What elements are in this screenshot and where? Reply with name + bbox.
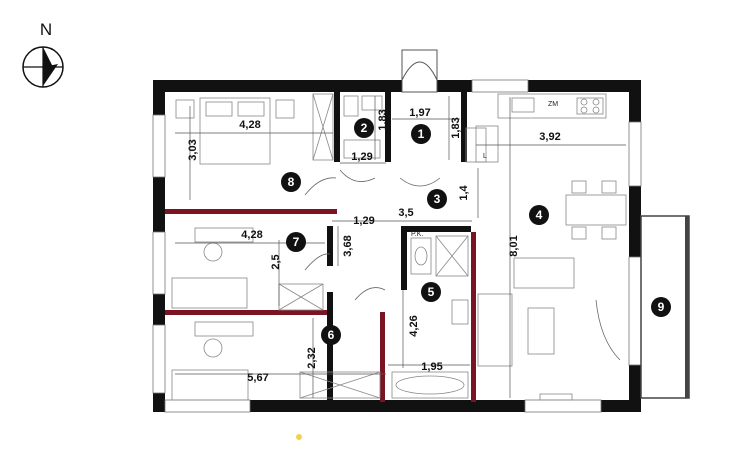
windows — [152, 79, 642, 413]
room-badge-1: 1 — [411, 124, 431, 144]
north-compass: N — [22, 20, 64, 88]
fixture-labels: P.K. ZM L — [411, 101, 558, 238]
dim-hall-width: 1,97 — [409, 107, 430, 119]
dim-living-height: 8,01 — [508, 235, 520, 256]
dim-room7-width: 4,28 — [241, 229, 262, 241]
l-label: L — [483, 153, 487, 160]
dim-corridor-width: 3,5 — [398, 207, 413, 219]
svg-text:6: 6 — [328, 328, 335, 342]
dim-room7-depth: 3,68 — [342, 235, 354, 256]
svg-text:5: 5 — [428, 285, 435, 299]
room-badge-5: 5 — [421, 282, 441, 302]
kitchen-living-furniture — [475, 93, 627, 401]
dim-small-bath-width: 1,29 — [351, 151, 372, 163]
balcony — [640, 215, 690, 399]
pk-label: P.K. — [411, 231, 423, 238]
dim-bed-top-width: 4,28 — [239, 119, 260, 131]
room-badge-6: 6 — [321, 325, 341, 345]
dim-room7-height: 2,5 — [270, 254, 282, 269]
highlighted-walls — [165, 209, 476, 402]
entrance-door — [401, 49, 438, 93]
dim-living-width: 3,92 — [539, 131, 560, 143]
room-badge-4: 4 — [529, 205, 549, 225]
dim-corridor-height: 1,4 — [458, 184, 470, 200]
dim-room6-height: 2,32 — [306, 347, 318, 368]
svg-text:9: 9 — [658, 300, 665, 314]
svg-text:3: 3 — [434, 192, 441, 206]
svg-text:2: 2 — [361, 121, 368, 135]
dim-hall-height: 1,83 — [450, 117, 462, 138]
dim-small-bath-height: 1,83 — [377, 109, 389, 130]
svg-text:1: 1 — [418, 127, 425, 141]
room-badges: 1 2 3 4 5 6 7 8 9 — [281, 118, 671, 345]
dim-bath-height: 4,26 — [408, 315, 420, 336]
dim-room6-width: 5,67 — [247, 372, 268, 384]
svg-text:7: 7 — [293, 235, 300, 249]
dim-bed-top-height: 3,03 — [187, 139, 199, 160]
svg-text:8: 8 — [288, 175, 295, 189]
svg-text:4: 4 — [536, 208, 543, 222]
compass-arrow-icon — [43, 47, 53, 67]
bath-fixtures — [391, 235, 469, 399]
interior-walls — [327, 92, 471, 402]
room-badge-8: 8 — [281, 172, 301, 192]
dim-corridor-small: 1,29 — [353, 215, 374, 227]
zm-label: ZM — [548, 101, 558, 108]
room-badge-3: 3 — [427, 189, 447, 209]
dim-bath-width: 1,95 — [421, 361, 442, 373]
marker-dot-icon — [296, 434, 302, 440]
room-badge-2: 2 — [354, 118, 374, 138]
compass-label: N — [40, 20, 52, 39]
dimension-texts: 4,28 3,03 1,83 1,29 1,97 1,83 3,92 1,4 3… — [187, 107, 561, 384]
room6-furniture — [171, 321, 381, 401]
door-swings — [304, 169, 621, 361]
bed-top — [175, 93, 334, 165]
room-badge-9: 9 — [651, 297, 671, 317]
outer-walls — [153, 80, 641, 412]
room-badge-7: 7 — [286, 232, 306, 252]
